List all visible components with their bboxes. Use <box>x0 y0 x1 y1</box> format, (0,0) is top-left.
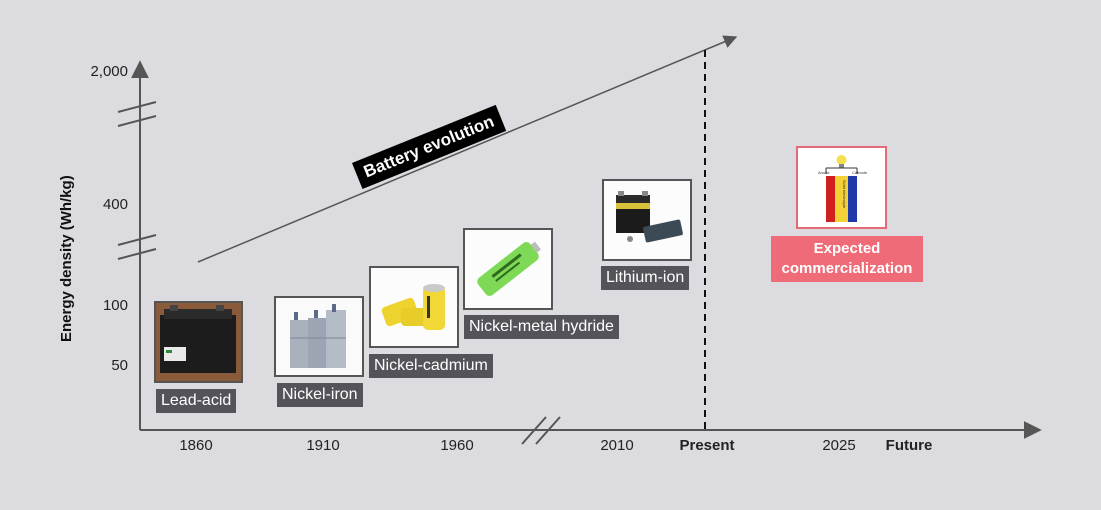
future-battery-diagram: Anode Cathode Solid electrolyte <box>796 146 887 229</box>
y-axis-break-lower <box>117 234 157 260</box>
y-tick-400: 400 <box>102 196 128 213</box>
y-axis-break-upper <box>117 101 157 127</box>
nickel-cadmium-label: Nickel-cadmium <box>369 354 493 378</box>
y-tick-50: 50 <box>111 357 128 374</box>
nickel-cadmium-photo <box>369 266 459 348</box>
bulb-cell-icon: Anode Cathode Solid electrolyte <box>798 148 885 227</box>
lithium-ion-photo <box>602 179 692 261</box>
evolution-arrow <box>197 35 738 263</box>
lead-acid-label: Lead-acid <box>156 389 237 413</box>
x-tick-1910: 1910 <box>306 437 340 454</box>
x-tick-1960: 1960 <box>440 437 474 454</box>
lead-acid-photo <box>154 301 243 383</box>
nickel-metal-hydride-photo <box>463 228 553 310</box>
x-tick-2010: 2010 <box>600 437 634 454</box>
nickel-iron-label: Nickel-iron <box>277 383 363 407</box>
nickel-iron-battery-icon <box>276 298 362 375</box>
expected-commercialization-label: Expected commercialization <box>771 236 923 282</box>
nickel-cadmium-battery-icon <box>371 268 457 346</box>
nickel-metal-hydride-label: Nickel-metal hydride <box>464 315 619 339</box>
y-tick-100: 100 <box>102 297 128 314</box>
y-tick-2000: 2,000 <box>90 63 128 80</box>
x-axis-break <box>521 416 561 445</box>
x-tick-future: Future <box>885 437 933 454</box>
cathode-text: Cathode <box>852 170 868 175</box>
lithium-ion-label: Lithium-ion <box>601 266 690 290</box>
anode-text: Anode <box>818 170 830 175</box>
x-tick-2025: 2025 <box>822 437 856 454</box>
nickel-metal-hydride-battery-icon <box>465 230 551 308</box>
lithium-ion-battery-icon <box>604 181 690 259</box>
nickel-iron-photo <box>274 296 364 377</box>
y-axis-label: Energy density (Wh/kg) <box>58 175 75 342</box>
electrolyte-text: Solid electrolyte <box>842 180 847 209</box>
x-tick-present: Present <box>679 437 735 454</box>
lead-acid-battery-icon <box>156 303 241 381</box>
x-tick-1860: 1860 <box>179 437 213 454</box>
